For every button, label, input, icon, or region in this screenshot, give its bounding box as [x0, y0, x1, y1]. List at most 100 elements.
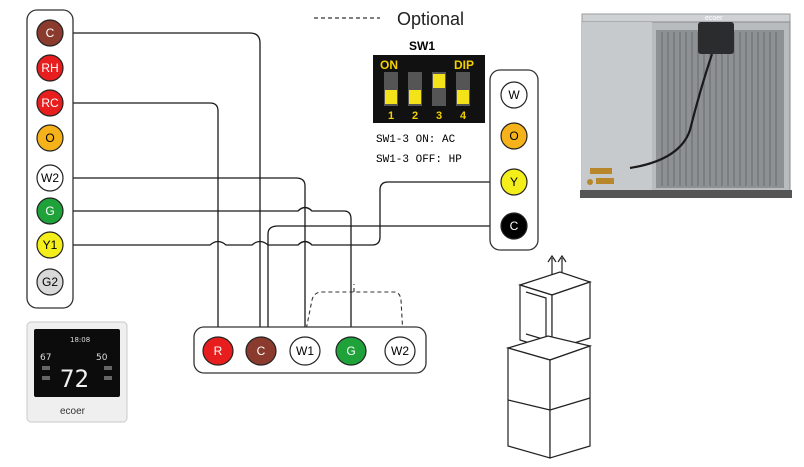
outdoor-unit-grille — [656, 30, 784, 188]
furnace-terminal-w1-label: W1 — [296, 344, 314, 358]
wire-r — [62, 102, 219, 342]
furnace-terminal-r-label: R — [214, 344, 223, 358]
thermostat-screen — [34, 329, 120, 397]
thermostat-terminal-y1-dot — [36, 231, 64, 259]
dip-toggle-4 — [457, 90, 469, 104]
outdoor-unit: ecoer — [580, 13, 792, 198]
thermostat-terminal-rc-label: RC — [41, 96, 59, 110]
outdoor-terminal-y-dot — [500, 168, 528, 196]
dip-toggle-3 — [433, 74, 445, 88]
dip-toggle-2 — [409, 90, 421, 104]
dip-note-on: SW1-3 ON: AC — [376, 134, 456, 146]
outdoor-terminal-w-label: W — [508, 88, 520, 102]
thermostat-temperature: 72 — [60, 365, 89, 393]
furnace-terminal-w2-label: W2 — [391, 344, 409, 358]
legend-label: Optional — [397, 9, 464, 29]
thermostat-setpoint-left: 67 — [40, 353, 51, 363]
indoor-unit-detail — [525, 291, 547, 341]
thermostat-hold-icon — [104, 376, 112, 380]
indoor-unit — [505, 254, 593, 459]
thermostat-fan-icon — [42, 376, 50, 380]
thermostat-terminal-y1-label: Y1 — [43, 238, 58, 252]
dip-note-off: SW1-3 OFF: HP — [376, 154, 462, 166]
thermostat-terminal-board — [26, 9, 74, 309]
outdoor-terminal-board — [489, 69, 539, 251]
outdoor-unit-grille-lines — [661, 32, 777, 186]
thermostat-terminal-g2: G2 — [36, 268, 64, 296]
furnace-terminal-g-dot — [335, 336, 367, 366]
thermostat-terminal-w2-label: W2 — [41, 171, 59, 185]
thermostat-terminal-o-label: O — [45, 131, 54, 145]
thermostat-mode-icon — [42, 366, 50, 370]
dip-number-1: 1 — [388, 110, 394, 122]
outdoor-terminal-y-label: Y — [510, 175, 518, 189]
furnace-terminal-g-label: G — [346, 344, 355, 358]
wire-c-outdoor — [267, 225, 500, 342]
outdoor-terminal-c: C — [500, 212, 528, 240]
airflow-arrows-icon — [547, 254, 567, 278]
indoor-unit-panel-split — [507, 399, 551, 411]
indoor-unit-lower-front — [507, 347, 551, 459]
furnace-terminal-g: G — [335, 336, 367, 366]
thermostat-terminal-g: G — [36, 197, 64, 225]
dip-toggle-1 — [385, 90, 397, 104]
dip-switch-slots: 1 2 3 4 — [384, 72, 470, 122]
furnace-terminal-r: R — [202, 336, 234, 366]
wire-c — [62, 32, 261, 342]
thermostat-terminal-y1: Y1 — [36, 231, 64, 259]
indoor-unit-lower-side — [549, 345, 591, 459]
thermostat-terminal-w2-dot — [36, 164, 64, 192]
outdoor-unit-display — [698, 22, 734, 54]
dip-on-label: ON — [380, 58, 398, 72]
thermostat-setpoint-right: 50 — [96, 353, 108, 363]
thermostat-terminal-c-dot — [36, 19, 64, 47]
thermostat-time: 18:08 — [70, 336, 90, 344]
wires — [62, 32, 500, 342]
outdoor-terminal-c-dot — [500, 212, 528, 240]
outdoor-terminal-c-label: C — [510, 219, 519, 233]
furnace-terminal-c-label: C — [257, 344, 266, 358]
outdoor-terminal-o-dot — [500, 122, 528, 150]
thermostat-terminal-g-label: G — [45, 204, 54, 218]
thermostat-terminal-c: C — [36, 19, 64, 47]
dip-switch-title: SW1 — [409, 39, 435, 53]
thermostat-terminal-rh: RH — [36, 54, 64, 82]
thermostat-terminal-rc: RC — [36, 89, 64, 117]
outdoor-terminal-o: O — [500, 122, 528, 150]
wire-g — [62, 206, 352, 342]
thermostat-terminal-rc-dot — [36, 89, 64, 117]
thermostat-terminal-o-dot — [36, 124, 64, 152]
thermostat-device: 18:08 67 50 72 ecoer — [26, 321, 128, 423]
thermostat-menu-icon — [104, 366, 112, 370]
dip-number-4: 4 — [460, 110, 467, 122]
thermostat-terminal-w2: W2 — [36, 164, 64, 192]
furnace-terminal-c: C — [245, 336, 277, 366]
optional-wires — [304, 284, 404, 336]
outdoor-unit-cable — [629, 53, 714, 170]
optional-jumper — [304, 291, 404, 336]
thermostat-terminal-g2-dot — [36, 268, 64, 296]
indoor-unit-upper-side — [551, 281, 591, 351]
thermostat-terminal-c-label: C — [46, 26, 55, 40]
thermostat-brand: ecoer — [60, 406, 86, 417]
furnace-terminal-w1: W1 — [289, 336, 321, 366]
outdoor-terminal-w: W — [500, 81, 528, 109]
furnace-terminal-w1-dot — [289, 336, 321, 366]
thermostat-terminal-g-dot — [36, 197, 64, 225]
outdoor-unit-base — [580, 190, 792, 198]
outdoor-terminal-y: Y — [500, 168, 528, 196]
thermostat-terminal-g2-label: G2 — [42, 275, 58, 289]
thermostat-terminal-rh-label: RH — [41, 61, 58, 75]
wire-w — [62, 177, 306, 342]
outdoor-unit-brand: ecoer — [705, 15, 723, 22]
thermostat-terminal-rh-dot — [36, 54, 64, 82]
wire-y — [62, 181, 500, 246]
furnace-terminal-c-dot — [245, 336, 277, 366]
furnace-terminals: R C W1 G W2 — [202, 336, 416, 366]
furnace-terminal-r-dot — [202, 336, 234, 366]
dip-number-3: 3 — [436, 110, 442, 122]
dip-number-2: 2 — [412, 110, 418, 122]
